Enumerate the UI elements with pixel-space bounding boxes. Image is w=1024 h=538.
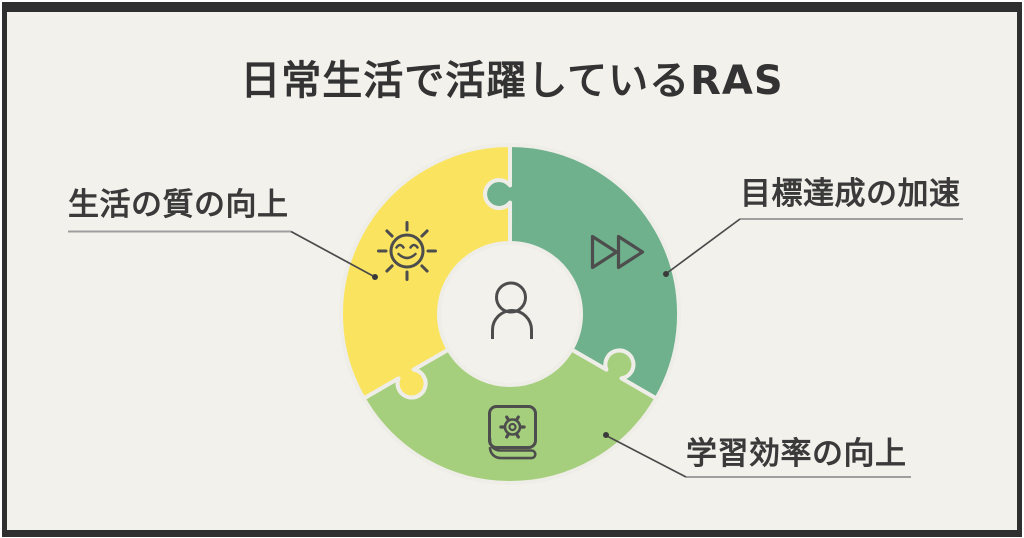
person-icon [491, 281, 533, 339]
connector-line [666, 218, 741, 274]
fast-forward-icon [590, 234, 645, 270]
connector-dot [372, 274, 378, 280]
page-title: 日常生活で活躍しているRAS [240, 58, 784, 104]
label-goal-achievement: 目標達成の加速 [740, 176, 961, 212]
callout-goal-achievement [663, 218, 963, 277]
label-learning-efficiency: 学習効率の向上 [686, 436, 907, 472]
book-gear-icon [488, 405, 537, 460]
connector-line [606, 435, 687, 478]
callout-quality-of-life [68, 230, 378, 280]
smiling-sun-icon [377, 221, 437, 281]
connector-dot [663, 271, 669, 277]
connector-dot [603, 432, 609, 438]
label-quality-of-life: 生活の質の向上 [68, 187, 289, 223]
connector-line [290, 230, 375, 278]
callout-learning-efficiency [603, 432, 911, 478]
